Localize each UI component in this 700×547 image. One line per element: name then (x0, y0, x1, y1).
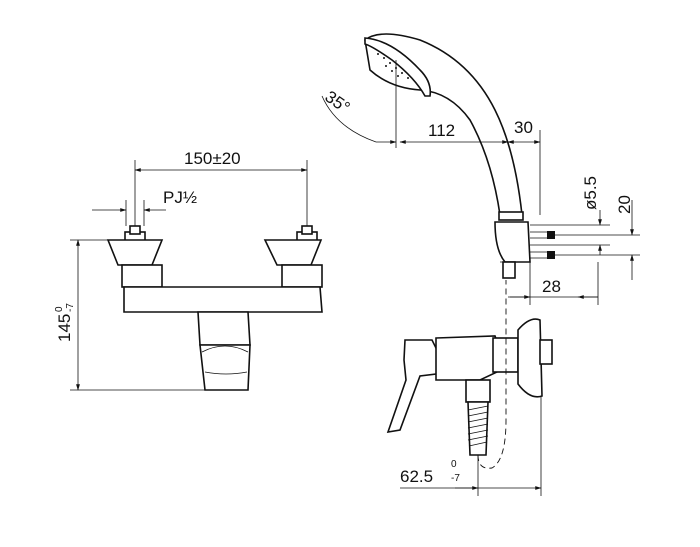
right-escutcheon (263, 239, 323, 266)
left-escutcheon (106, 239, 164, 266)
left-union (121, 264, 163, 288)
outlet-nut (465, 379, 491, 403)
inlet-thread-label: PJ½ (163, 188, 197, 207)
side-view-faucet (386, 318, 553, 456)
spout-outlet (199, 344, 251, 391)
projection-dim-main: 62.5 (400, 467, 433, 486)
height-dim-upper: 0 (54, 306, 65, 312)
thread-lines (467, 405, 489, 447)
projection-dim-lower: -7 (451, 473, 460, 484)
hand-shower (364, 33, 524, 221)
body-connector (492, 337, 519, 373)
front-view-faucet (106, 225, 323, 391)
wall-bracket (494, 221, 640, 279)
projection-dim-upper: 0 (451, 459, 457, 470)
front-view-dimensions: 150±20 PJ½ 145 0 -7 (54, 149, 308, 391)
right-inlet-nut (301, 225, 313, 235)
projection-dimension: 62.5 0 -7 (400, 396, 542, 496)
bracket-depth-label: 28 (542, 277, 561, 296)
hose-path (477, 280, 507, 469)
left-inlet-nut (129, 225, 141, 235)
height-dim-main: 145 (55, 314, 74, 342)
screw-spacing-label: 20 (615, 195, 634, 214)
bracket-dimensions: ø5.5 20 28 (508, 176, 634, 305)
right-union (281, 264, 323, 288)
head-dim-label: 30 (514, 118, 533, 137)
screw-dia-label: ø5.5 (581, 176, 600, 210)
screw-head-top (547, 231, 555, 239)
hose-connector (498, 211, 524, 221)
hose-nipple (467, 401, 489, 456)
wall-escutcheon (517, 318, 543, 398)
mixer-body-side (435, 335, 501, 381)
bracket-clip (502, 261, 516, 279)
center-column (197, 311, 251, 346)
bracket-body (494, 221, 531, 263)
width-dim-label: 150±20 (184, 149, 241, 168)
screw-head-bottom (547, 251, 555, 259)
angle-dim-label: 35° (321, 87, 353, 117)
spray-face (364, 37, 432, 97)
spray-nozzles (377, 53, 409, 79)
wall-inlet (539, 339, 553, 365)
mixer-body-bar (123, 286, 323, 313)
reach-dim-label: 112 (428, 121, 455, 140)
height-dim-lower: -7 (65, 303, 76, 312)
lever-handle (386, 339, 441, 434)
